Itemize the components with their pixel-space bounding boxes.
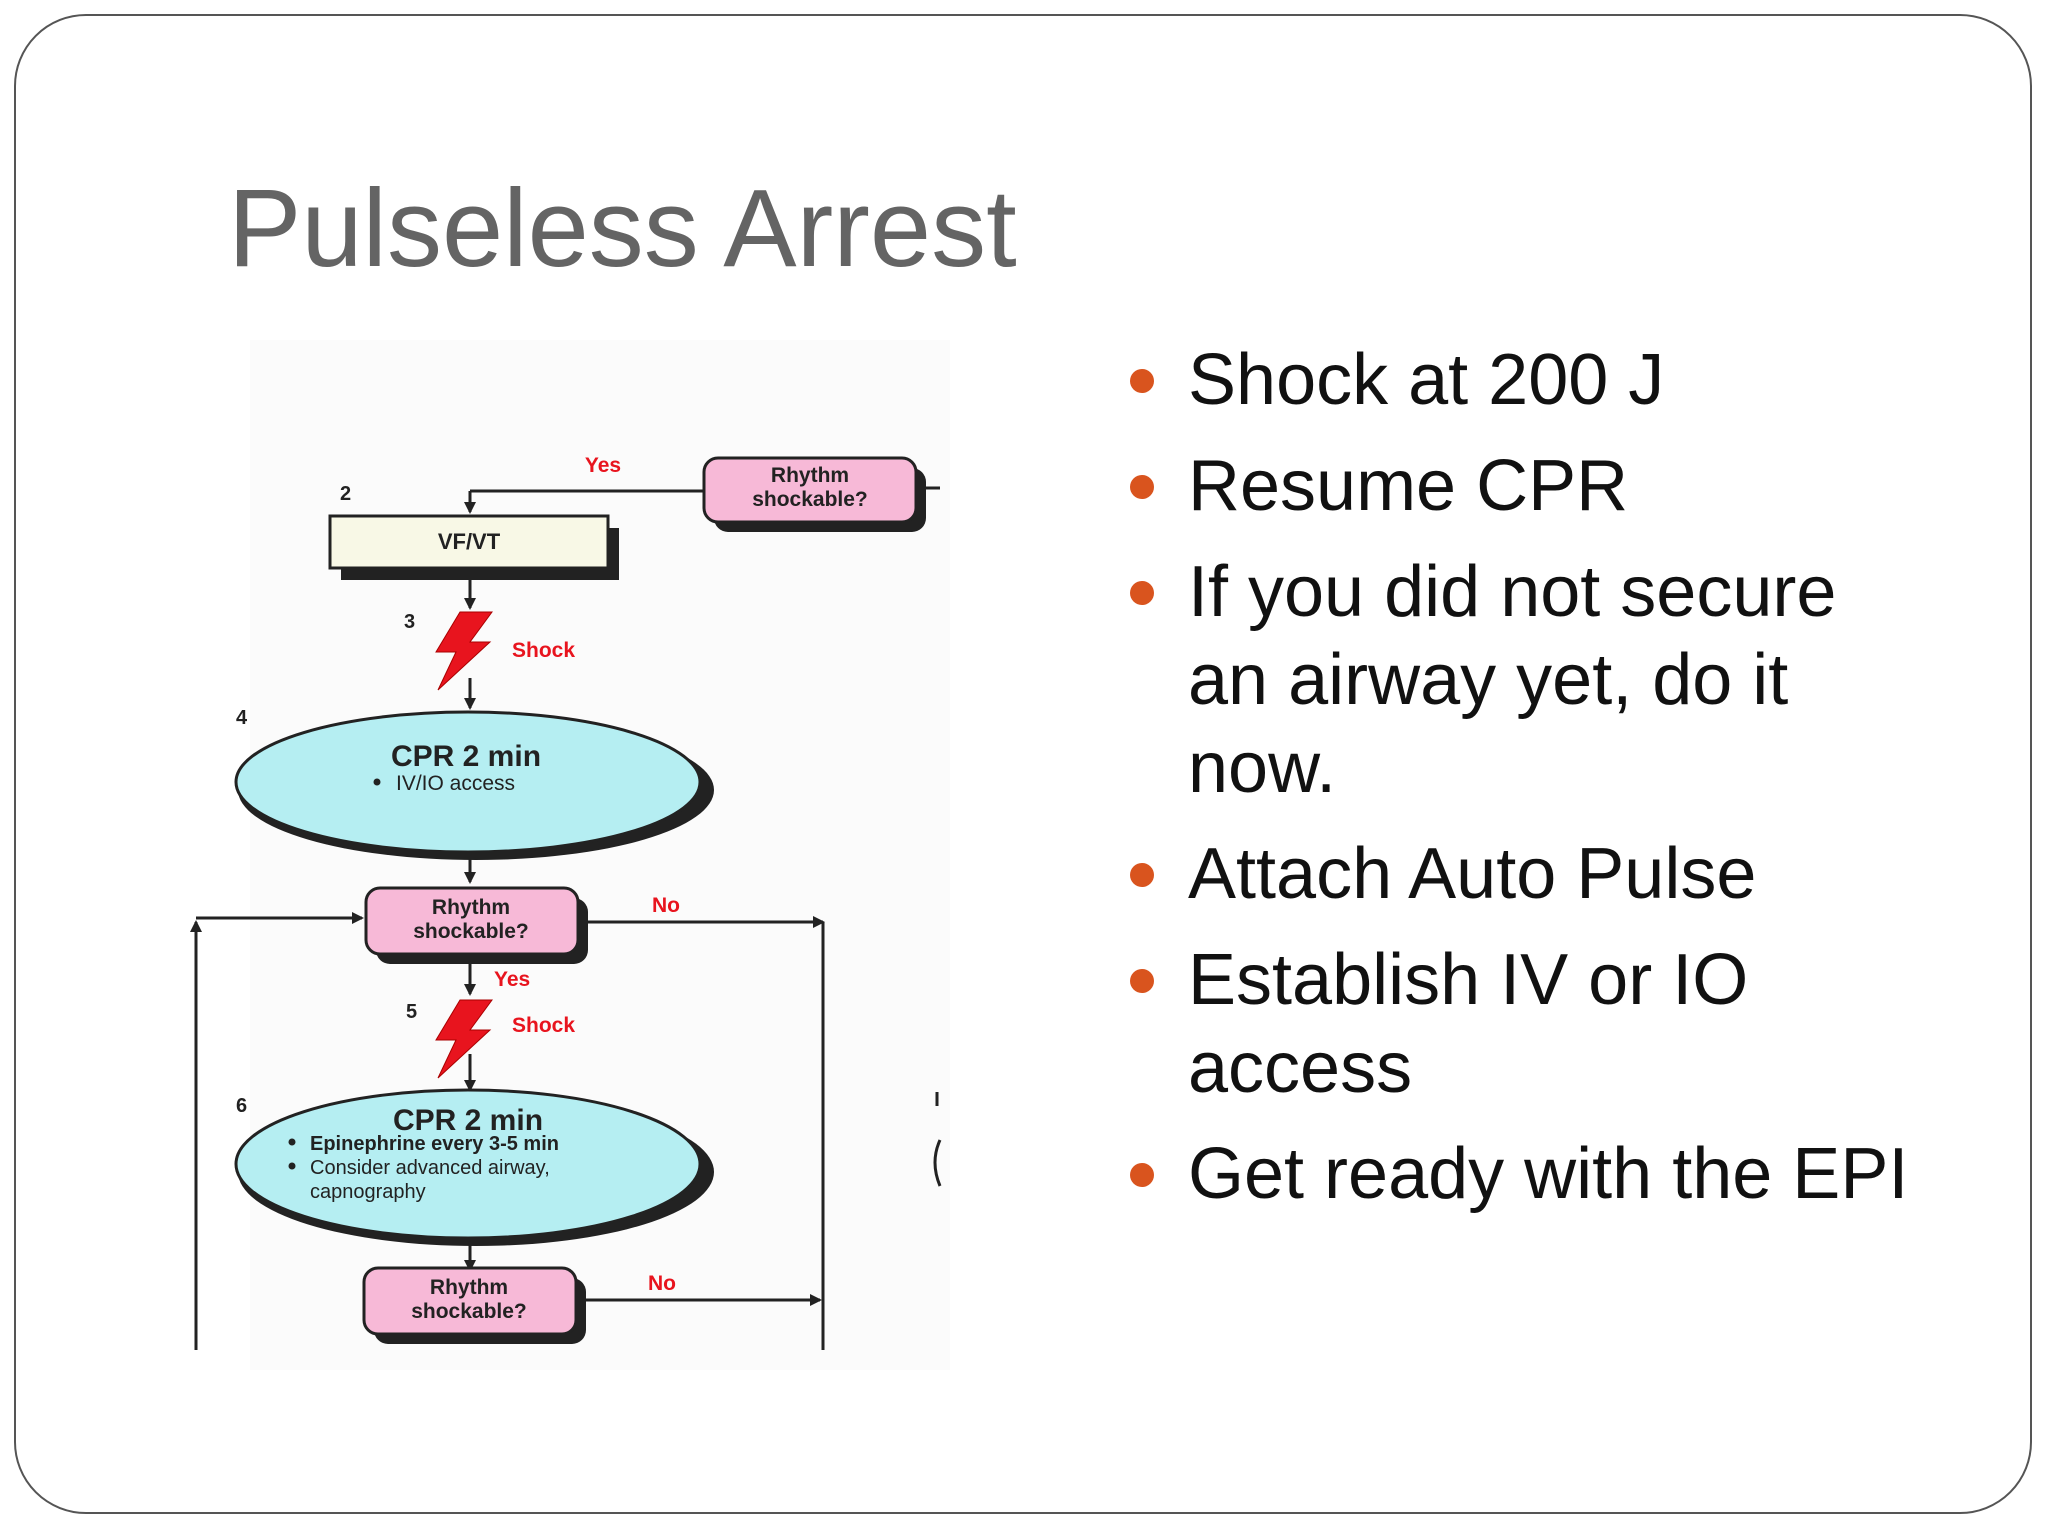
bullet-text: If you did not secure an airway yet, do … <box>1188 552 1837 808</box>
cpr2-bullet-dot-1 <box>288 1138 296 1146</box>
rhythm-box-2 <box>364 886 580 956</box>
vfvt-box <box>328 514 610 570</box>
cpr-ellipse-1 <box>234 710 702 854</box>
step-2-number: 2 <box>340 483 351 505</box>
bullet-text: Establish IV or IO access <box>1188 940 1749 1108</box>
bullet-dot-icon <box>1130 969 1154 993</box>
bullet-item: Attach Auto Pulse <box>1130 830 1910 918</box>
bullet-dot-icon <box>1130 475 1154 499</box>
rhythm3-line1: Rhythm <box>430 1276 508 1299</box>
shock-label-2: Shock <box>512 1014 575 1037</box>
shock-bolt-icon <box>435 611 493 691</box>
no-label-2: No <box>648 1272 676 1295</box>
bullet-text: Shock at 200 J <box>1188 340 1665 420</box>
bullet-dot-icon <box>1130 863 1154 887</box>
cpr2-item-3: capnography <box>310 1181 426 1203</box>
rhythm-box-3 <box>362 1266 578 1336</box>
no-label-1: No <box>652 894 680 917</box>
bullet-text: Get ready with the EPI <box>1188 1134 1909 1214</box>
bullet-text: Resume CPR <box>1188 446 1629 526</box>
step-3-number: 3 <box>404 611 415 633</box>
bullet-item: Get ready with the EPI <box>1130 1130 1910 1218</box>
rhythm2-line2: shockable? <box>413 920 529 943</box>
step-5-number: 5 <box>406 1001 417 1023</box>
cpr1-bullet-dot <box>373 778 381 786</box>
bullet-text: Attach Auto Pulse <box>1188 834 1757 914</box>
rhythm-top-line1: Rhythm <box>771 464 849 487</box>
bullet-item: Establish IV or IO access <box>1130 936 1910 1112</box>
cpr1-item: IV/IO access <box>396 772 515 795</box>
step-4-number: 4 <box>236 707 248 729</box>
rhythm2-line1: Rhythm <box>432 896 510 919</box>
bullet-item: Shock at 200 J <box>1130 336 1910 424</box>
rhythm3-line2: shockable? <box>411 1300 527 1323</box>
yes-label-top: Yes <box>585 454 621 477</box>
cpr-ellipse-2 <box>234 1088 702 1240</box>
bullet-item: If you did not secure an airway yet, do … <box>1130 548 1910 812</box>
step-6-number: 6 <box>236 1095 247 1117</box>
bullet-dot-icon <box>1130 1163 1154 1187</box>
cpr2-item-1: Epinephrine every 3-5 min <box>310 1133 559 1155</box>
cpr2-bullet-dot-2 <box>288 1162 296 1170</box>
shock-bolt-icon-2 <box>435 999 493 1079</box>
cpr2-item-2: Consider advanced airway, <box>310 1157 550 1179</box>
bullet-item: Resume CPR <box>1130 442 1910 530</box>
bullet-dot-icon <box>1130 369 1154 393</box>
rhythm-top-line2: shockable? <box>752 488 868 511</box>
bullet-dot-icon <box>1130 581 1154 605</box>
shock-label-1: Shock <box>512 639 575 662</box>
rhythm-box-top <box>702 456 918 524</box>
cpr2-title: CPR 2 min <box>393 1104 543 1137</box>
slide-title: Pulseless Arrest <box>228 167 1017 290</box>
bullet-list: Shock at 200 J Resume CPR If you did not… <box>1130 336 1910 1236</box>
cropped-fragment-arc <box>933 1139 942 1187</box>
cpr1-title: CPR 2 min <box>391 740 541 773</box>
yes-label-2: Yes <box>494 968 530 991</box>
vfvt-label: VF/VT <box>438 529 501 554</box>
